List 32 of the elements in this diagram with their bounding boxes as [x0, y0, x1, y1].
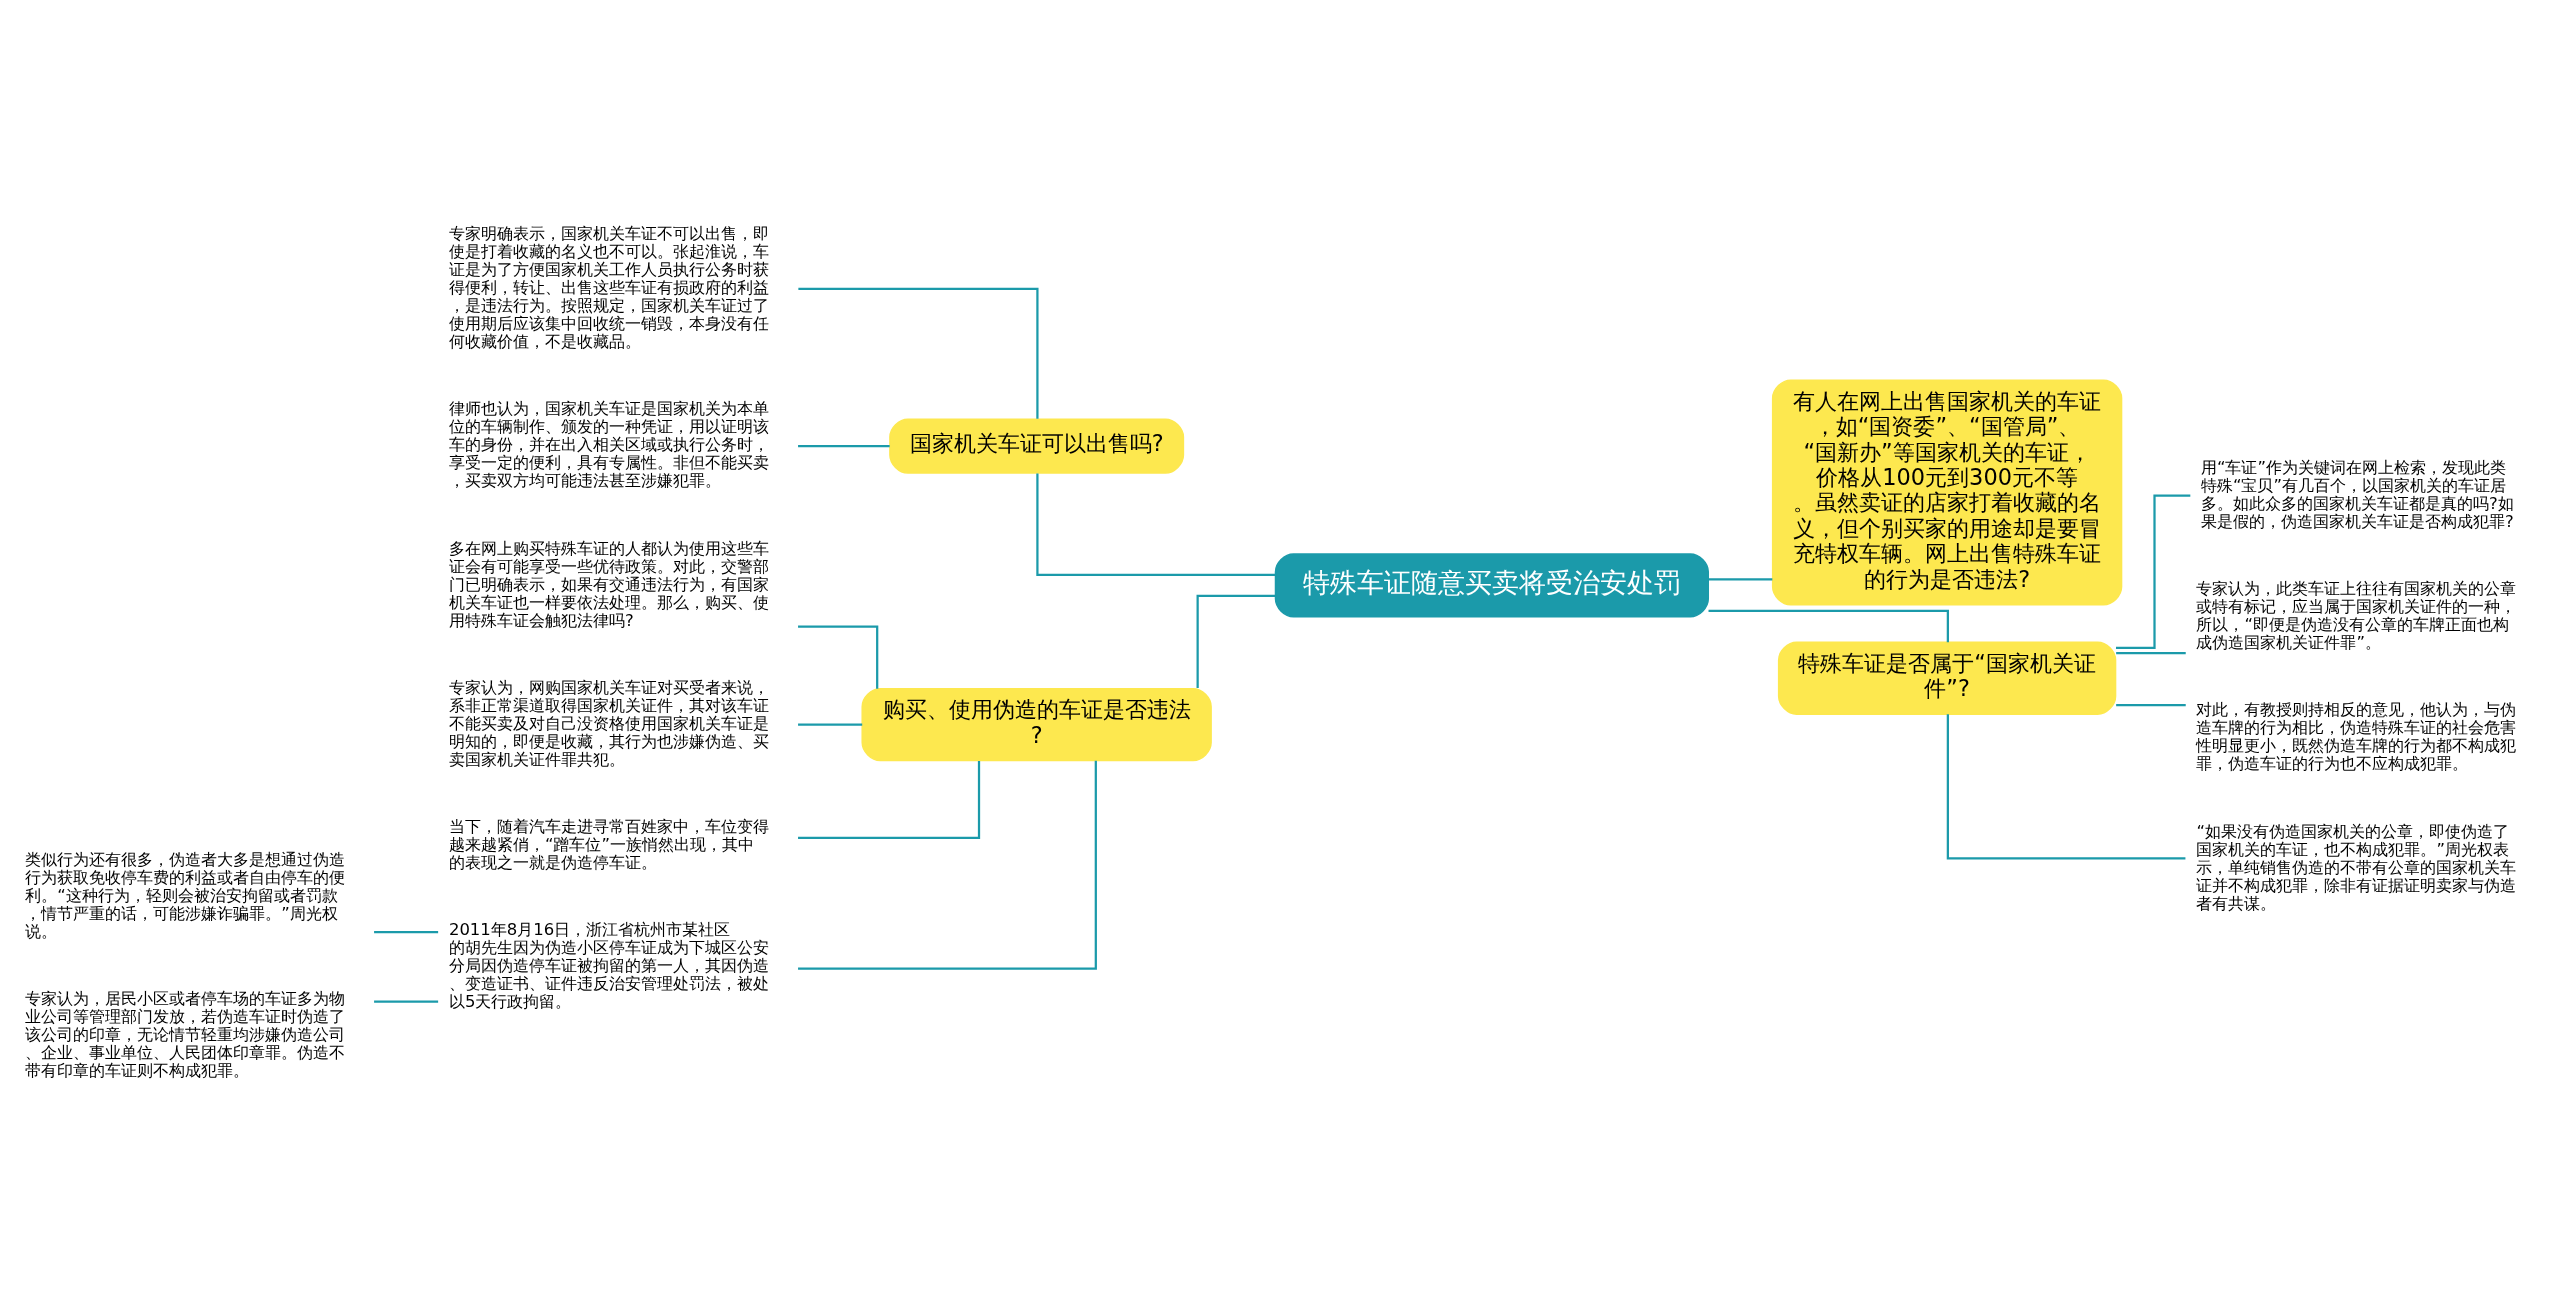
node-text: 对此，有教授则持相反的意见，他认为，与伪造车牌的行为相比，伪造特殊车证的社会危害性明显更小，既然伪造车牌的行为都不构成犯罪，伪造车证的行为也不应构成犯罪。	[2196, 700, 2517, 774]
node-box: 购买、使用伪造的车证是否违法?	[861, 687, 1212, 762]
node-box: 特殊车证是否属于“国家机关证件”?	[1777, 641, 2117, 715]
connector	[1946, 714, 2186, 860]
connector	[798, 625, 879, 689]
node-text: 类似行为还有很多，伪造者大多是想通过伪造行为获取免收停车费的利益或者自由停车的便利。“这种行为，轻则会被治安拘留或者罚款，情节严重的话，可能涉嫌诈骗罪。”周光权说。	[25, 850, 346, 941]
connector	[1036, 473, 1276, 576]
connector	[1708, 578, 1773, 581]
node-text: 专家明确表示，国家机关车证不可以出售，即使是打着收藏的名义也不可以。张起淮说，车证是为了方便国家机关工作人员执行公务时获得便利，转让、出售这些车证有损政府的利益，是违法行为。按照规定，国家机关车证过了使用期后应该集中回收统一销毁，本身没有任何收藏价值，不是收藏品。	[448, 224, 769, 351]
node-text: 专家认为，此类车证上往往有国家机关的公章或特有标记，应当属于国家机关证件的一种，所以，“即便是伪造没有公章的车牌正面也构成伪造国家机关证件罪”。	[2196, 579, 2517, 652]
connector	[798, 287, 1039, 419]
node-box: 有人在网上出售国家机关的车证，如“国资委”、“国管局”、“国新办”等国家机关的车证，价格从100元到300元不等。虽然卖证的店家打着收藏的名义，但个别买家的用途却是要冒充特权车辆。网上出售特殊车证的行为是否违法?	[1771, 379, 2123, 606]
connector	[2116, 652, 2186, 655]
connector	[798, 760, 1097, 970]
node-text: 多在网上购买特殊车证的人都认为使用这些车证会有可能享受一些优待政策。对此，交警部门已明确表示，如果有交通违法行为，有国家机关车证也一样要依法处理。那么，购买、使用特殊车证会触犯法律吗?	[448, 538, 769, 630]
connector	[2116, 704, 2186, 707]
connector	[374, 1000, 439, 1003]
connector	[798, 444, 890, 448]
node-text: 专家认为，网购国家机关车证对买受者来说，系非正常渠道取得国家机关证件，其对该车证不能买卖及对自己没资格使用国家机关车证是明知的，即便是收藏，其行为也涉嫌伪造、买卖国家机关证件罪共犯。	[448, 677, 769, 769]
node-box: 特殊车证随意买卖将受治安处罚	[1274, 553, 1709, 618]
node-text: “如果没有伪造国家机关的公章，即使伪造了国家机关的车证，也不构成犯罪。”周光权表示，单纯销售伪造的不带有公章的国家机关车证并不构成犯罪，除非有证据证明卖家与伪造者有共谋。	[2196, 821, 2517, 913]
connector	[2116, 494, 2191, 649]
connector	[798, 723, 863, 726]
connector	[798, 761, 981, 840]
node-box: 国家机关车证可以出售吗?	[889, 418, 1185, 474]
node-text: 用“车证”作为关键词在网上检索，发现此类特殊“宝贝”有几百个，以国家机关的车证居多。如此众多的国家机关车证都是真的吗?如果是假的，伪造国家机关车证是否构成犯罪?	[2200, 457, 2514, 531]
node-text: 专家认为，居民小区或者停车场的车证多为物业公司等管理部门发放，若伪造车证时伪造了该公司的印章，无论情节轻重均涉嫌伪造公司、企业、事业单位、人民团体印章罪。伪造不带有印章的车证则不构成犯罪。	[25, 989, 346, 1081]
node-text: 当下，随着汽车走进寻常百姓家中，车位变得越来越紧俏，“蹭车位”一族悄然出现，其中的表现之一就是伪造停车证。	[448, 817, 769, 873]
connector	[1196, 594, 1276, 689]
connector	[374, 930, 439, 934]
node-text: 2011年8月16日，浙江省杭州市某社区的胡先生因为伪造小区停车证成为下城区公安分局因伪造停车证被拘留的第一人，其因伪造、变造证书、证件违反治安管理处罚法，被处以5天行政拘留。	[448, 920, 769, 1012]
node-text: 律师也认为，国家机关车证是国家机关为本单位的车辆制作、颁发的一种凭证，用以证明该车的身份，并在出入相关区域或执行公务时，享受一定的便利，具有专属性。非但不能买卖，买卖双方均可能违法甚至涉嫌犯罪。	[448, 399, 769, 491]
